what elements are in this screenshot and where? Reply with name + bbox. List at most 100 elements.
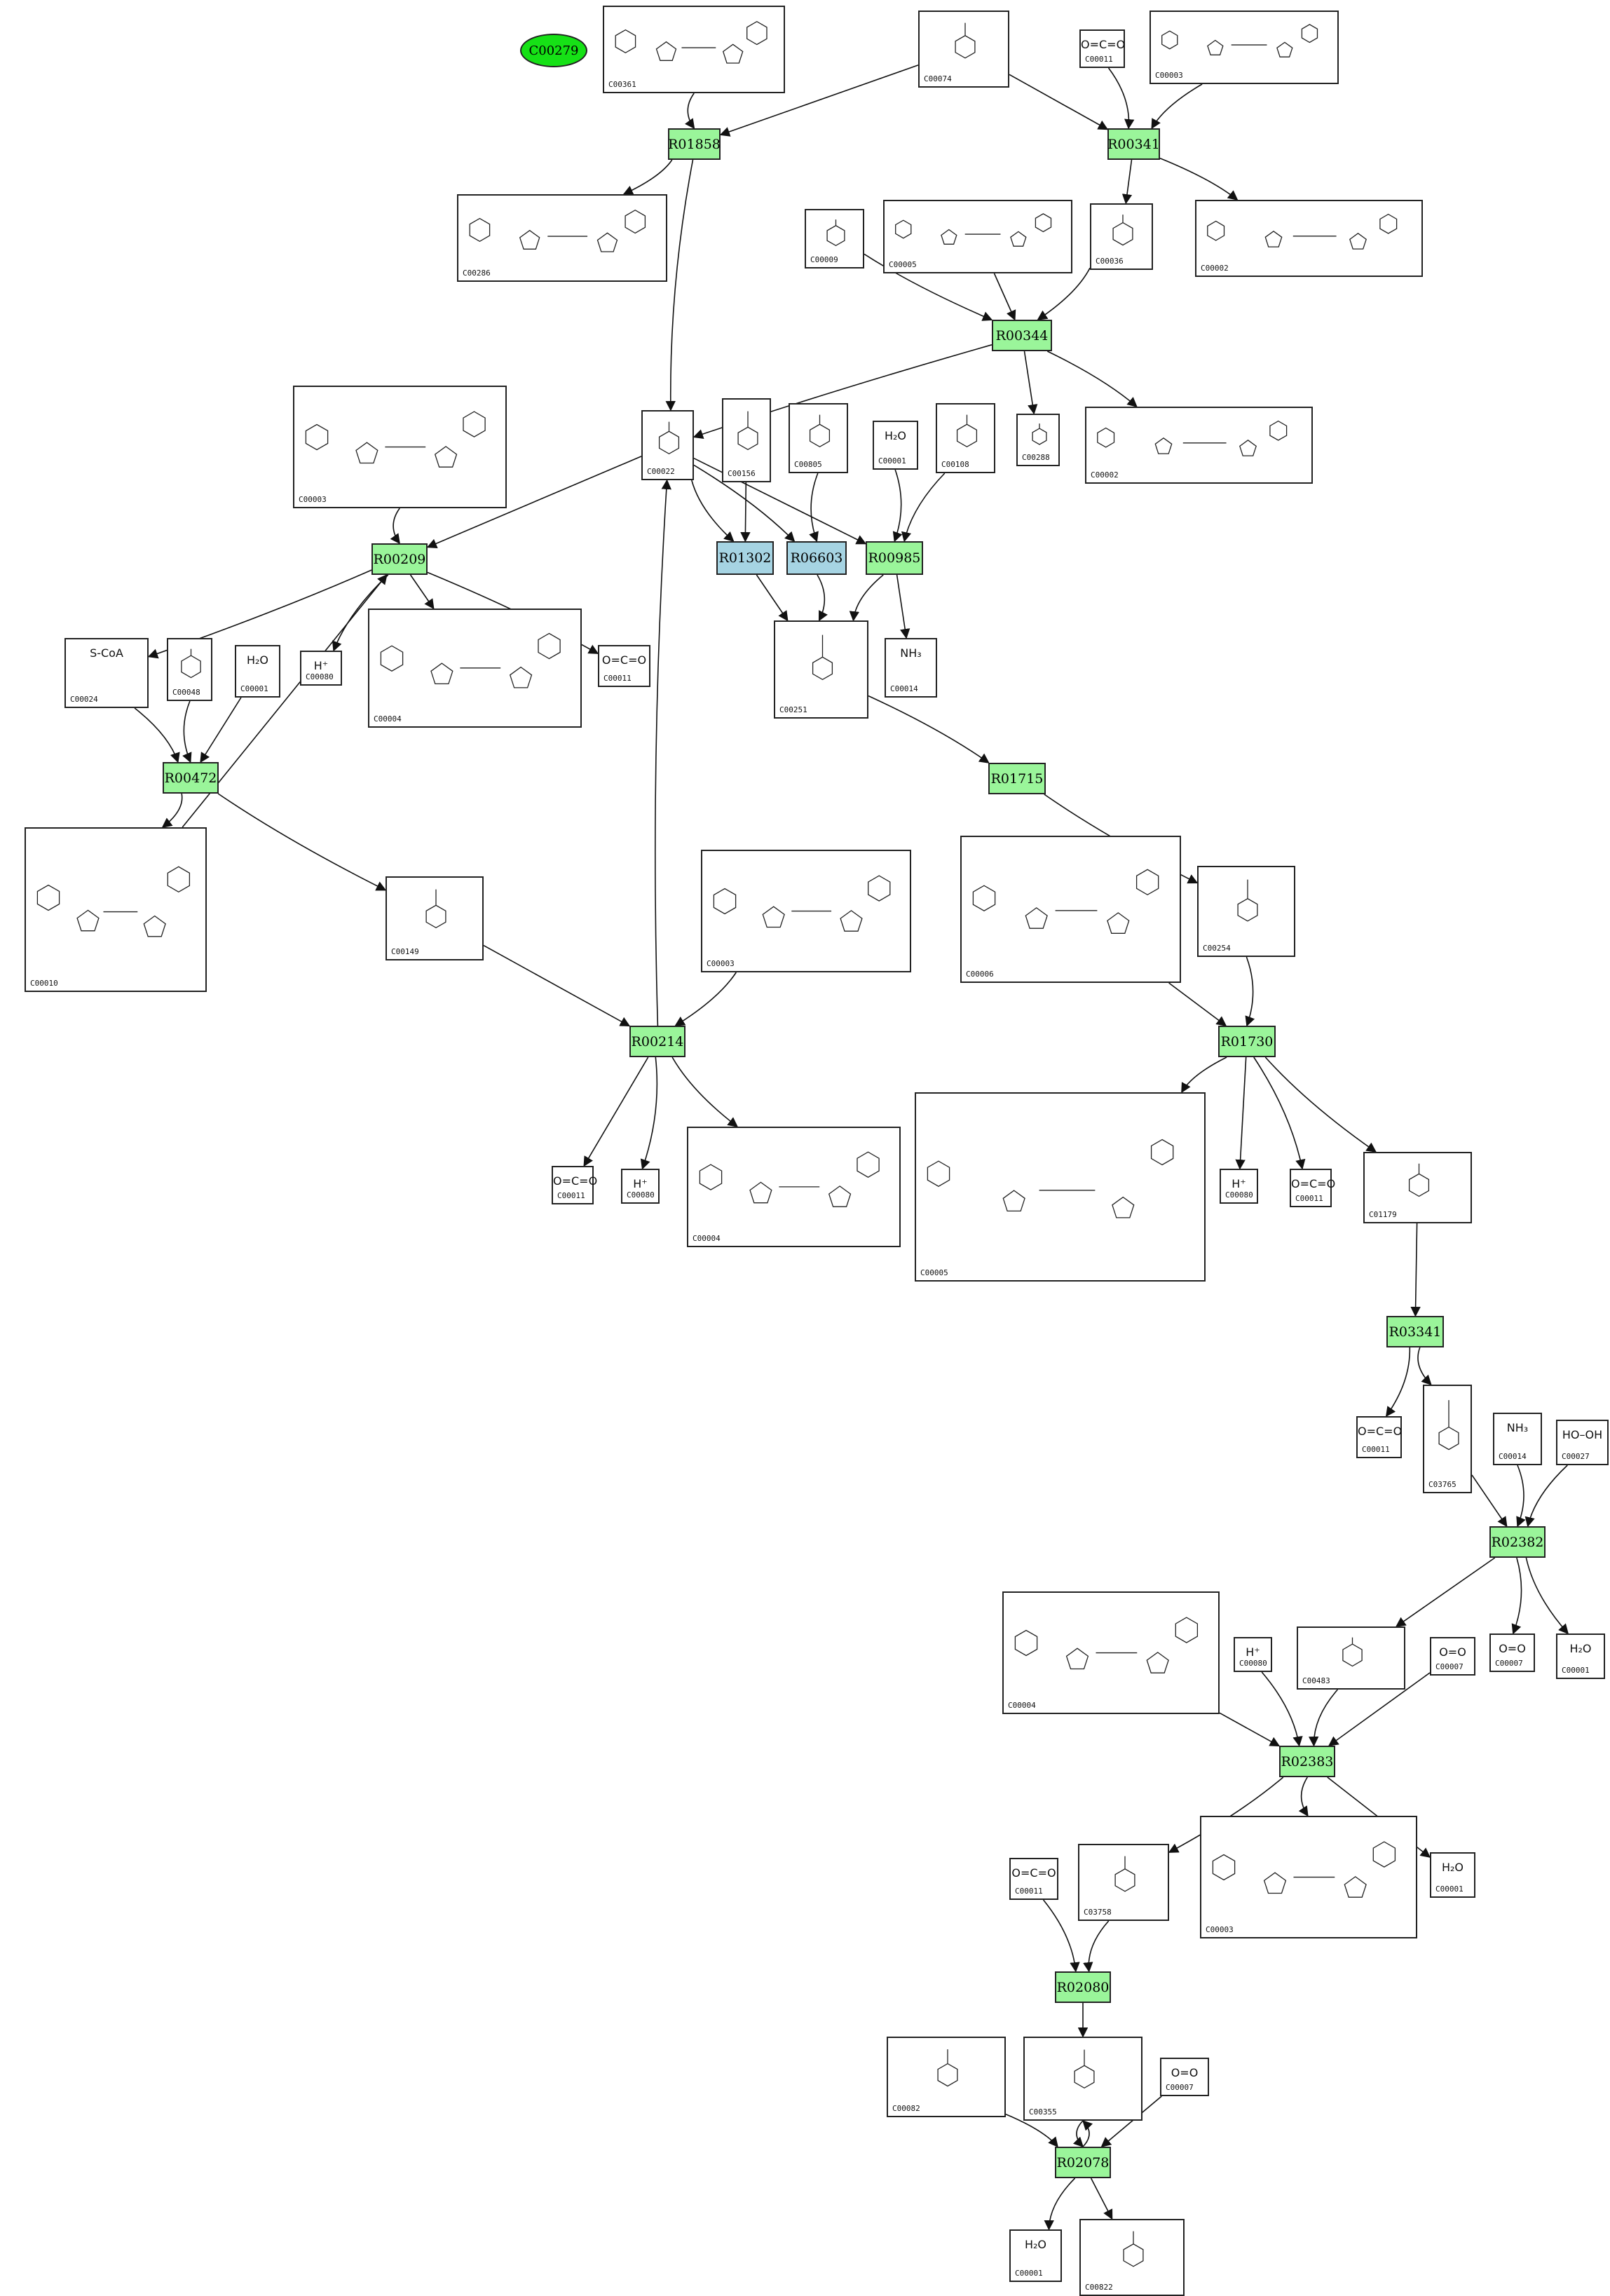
structure-drawing-icon (181, 648, 201, 679)
compound-box-c00251[interactable]: C00251 (774, 620, 868, 719)
compound-formula: O=O (1499, 1642, 1526, 1655)
compound-box-c00483[interactable]: C00483 (1297, 1626, 1405, 1690)
reaction-node-r03341[interactable]: R03341 (1386, 1316, 1444, 1347)
reaction-label: R00344 (995, 327, 1049, 344)
compound-box-c00002[interactable]: C00002 (1085, 407, 1313, 484)
compound-box-c00004[interactable]: C00004 (368, 609, 582, 728)
reaction-node-r00214[interactable]: R00214 (629, 1026, 685, 1057)
compound-id-label: C00288 (1022, 453, 1050, 462)
compound-formula: O=C=O (553, 1174, 598, 1188)
compound-box-c00003[interactable]: C00003 (701, 850, 911, 972)
compound-box-c00822[interactable]: C00822 (1079, 2219, 1185, 2296)
compound-box-c00036[interactable]: C00036 (1090, 203, 1153, 270)
compound-box-c01179[interactable]: C01179 (1363, 1152, 1472, 1223)
compound-box-c00805[interactable]: C00805 (789, 403, 848, 473)
compound-box-c00074[interactable]: C00074 (918, 11, 1009, 88)
compound-box-c00002[interactable]: C00002 (1195, 200, 1423, 277)
reaction-label: R00214 (631, 1033, 684, 1049)
reaction-node-r01858[interactable]: R01858 (668, 128, 721, 160)
compound-box-c00048[interactable]: C00048 (167, 638, 212, 701)
reaction-edge-arrow (1219, 1712, 1281, 1747)
compound-formula: H₂O (1569, 1642, 1592, 1655)
compound-box-c00006[interactable]: C00006 (960, 836, 1181, 983)
compound-box-c00003[interactable]: C00003 (1149, 11, 1339, 84)
reaction-node-r00209[interactable]: R00209 (371, 543, 428, 575)
reaction-edge-arrow (671, 1057, 739, 1127)
reaction-node-r02383[interactable]: R02383 (1279, 1746, 1335, 1777)
compound-id-label: C00011 (1085, 55, 1113, 64)
compound-box-c03765[interactable]: C03765 (1423, 1385, 1472, 1493)
reaction-node-r01715[interactable]: R01715 (988, 763, 1046, 794)
compound-box-c00080[interactable]: H⁺C00080 (1234, 1637, 1272, 1672)
reaction-edge-arrow (693, 464, 796, 543)
compound-box-c00009[interactable]: C00009 (805, 209, 864, 269)
reaction-label: R02078 (1056, 2154, 1110, 2171)
compound-box-c00082[interactable]: C00082 (887, 2037, 1006, 2117)
compound-box-c00080[interactable]: H⁺C00080 (300, 651, 342, 686)
compound-box-c00286[interactable]: C00286 (457, 194, 667, 282)
compound-box-c00080[interactable]: H⁺C00080 (621, 1169, 660, 1204)
compound-box-c00003[interactable]: C00003 (293, 386, 507, 508)
reaction-node-r00341[interactable]: R00341 (1107, 128, 1160, 160)
compound-formula: H⁺ (1232, 1177, 1246, 1190)
compound-box-c00004[interactable]: C00004 (1002, 1591, 1220, 1714)
compound-box-c00080[interactable]: H⁺C00080 (1220, 1169, 1258, 1204)
start-compound-node[interactable]: C00279 (520, 34, 587, 67)
compound-id-label: C00003 (1155, 71, 1183, 80)
reaction-node-r01730[interactable]: R01730 (1218, 1026, 1276, 1057)
compound-box-c00355[interactable]: C00355 (1023, 2037, 1142, 2121)
reaction-label: R02383 (1281, 1753, 1334, 1769)
reaction-node-r02080[interactable]: R02080 (1055, 1971, 1111, 2003)
compound-box-c00005[interactable]: C00005 (915, 1092, 1206, 1282)
compound-id-label: C00007 (1166, 2083, 1194, 2092)
compound-box-c00149[interactable]: C00149 (386, 876, 484, 960)
compound-box-c00254[interactable]: C00254 (1197, 866, 1295, 957)
reaction-node-r02382[interactable]: R02382 (1489, 1526, 1546, 1558)
reaction-node-r00472[interactable]: R00472 (163, 762, 219, 794)
reaction-node-r00344[interactable]: R00344 (992, 320, 1052, 351)
compound-box-c00022[interactable]: C00022 (641, 410, 694, 480)
reaction-edge-arrow (1516, 1465, 1526, 1528)
structure-drawing-icon (937, 2049, 958, 2087)
compound-id-label: C00805 (794, 460, 822, 469)
compound-box-c00004[interactable]: C00004 (687, 1127, 901, 1247)
compound-box-c00108[interactable]: C00108 (936, 403, 995, 473)
reaction-node-r06603[interactable]: R06603 (786, 541, 847, 575)
compound-box-c00361[interactable]: C00361 (603, 6, 785, 93)
reaction-node-r00985[interactable]: R00985 (866, 541, 923, 575)
compound-formula: S-CoA (90, 646, 123, 660)
compound-box-c00003[interactable]: C00003 (1200, 1816, 1417, 1938)
reaction-edge-arrow (1264, 1057, 1377, 1153)
compound-box-c00010[interactable]: C00010 (25, 827, 207, 992)
compound-box-c00288[interactable]: C00288 (1016, 414, 1060, 466)
compound-box-c03758[interactable]: C03758 (1078, 1844, 1169, 1921)
compound-box-c00005[interactable]: C00005 (883, 200, 1072, 273)
reaction-edge-arrow (134, 707, 180, 763)
structure-drawing-icon (469, 209, 646, 252)
reaction-node-r02078[interactable]: R02078 (1055, 2147, 1111, 2178)
structure-drawing-icon (955, 22, 976, 59)
reaction-edge-arrow (1072, 2120, 1084, 2148)
structure-drawing-icon (713, 875, 891, 932)
compound-box-c00156[interactable]: C00156 (722, 398, 771, 482)
reaction-edge-arrow (864, 253, 993, 321)
reaction-node-r01302[interactable]: R01302 (716, 541, 774, 575)
